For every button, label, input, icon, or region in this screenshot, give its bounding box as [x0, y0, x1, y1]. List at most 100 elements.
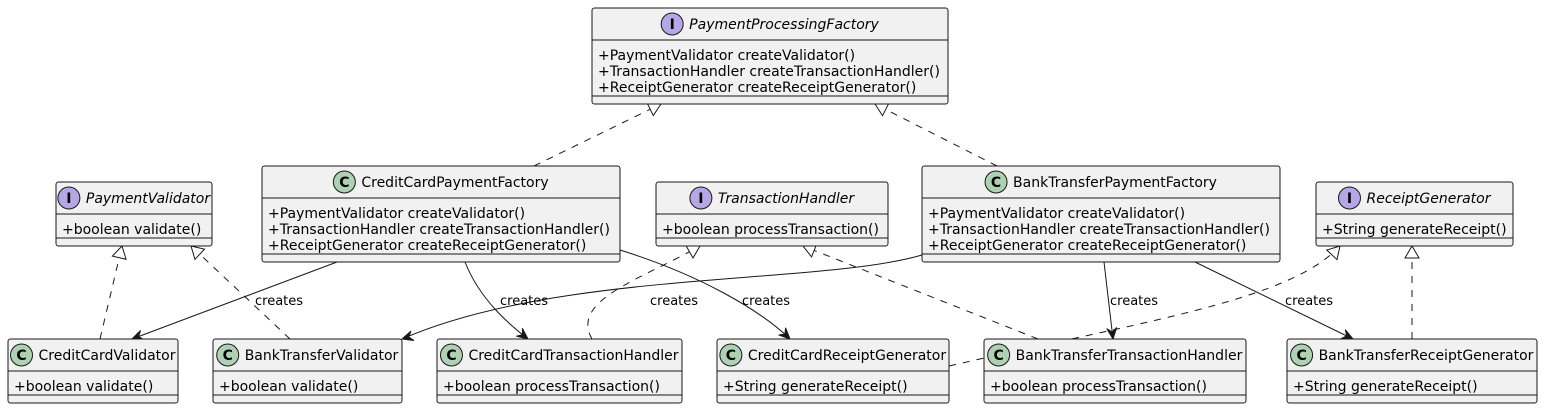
box-name: CreditCardReceiptGenerator: [748, 348, 946, 364]
edge-line: [619, 249, 791, 340]
edge-label-creates: creates: [500, 294, 548, 309]
box-name: BankTransferReceiptGenerator: [1319, 348, 1534, 364]
realization-edge-credit-card-receipt-generator-to-receipt-generator: [948, 245, 1341, 367]
box-name: CreditCardTransactionHandler: [468, 348, 678, 364]
association-arrowhead: [400, 330, 415, 342]
edge-line: [1194, 261, 1354, 340]
interface-badge-icon: I: [1337, 186, 1361, 210]
edge-line: [190, 245, 291, 340]
association-arrowhead: [516, 328, 529, 340]
member-method: +boolean processTransaction(): [443, 379, 660, 395]
member-method: +ReceiptGenerator createReceiptGenerator…: [928, 238, 1246, 254]
edge-line: [948, 245, 1341, 367]
edge-line: [533, 103, 662, 167]
class-badge-icon: C: [984, 170, 1008, 194]
badge-letter: C: [991, 175, 1001, 191]
association-arrowhead: [778, 327, 791, 340]
box-name: PaymentProcessingFactory: [689, 17, 879, 33]
box-name: ReceiptGenerator: [1366, 191, 1491, 207]
box-name: PaymentValidator: [86, 191, 211, 207]
edge-line: [99, 245, 123, 340]
nodes-layer: PaymentProcessingFactoryI+PaymentValidat…: [7, 7, 1538, 404]
class-box-credit-card-validator[interactable]: CreditCardValidator C +boolean validate(): [7, 338, 179, 404]
realization-edge-bank-transfer-payment-factory-to-payment-processing-factory: [874, 102, 998, 167]
box-name: BankTransferTransactionHandler: [1016, 348, 1243, 364]
association-edge-bank-transfer-payment-factory-to-bank-transfer-transaction-handler: [1103, 261, 1118, 341]
member-method: +String generateReceipt(): [1293, 379, 1478, 395]
badge-letter: I: [66, 191, 71, 207]
member-method: +String generateReceipt(): [1322, 222, 1507, 238]
class-box-bank-transfer-validator[interactable]: BankTransferValidator C +boolean validate(…: [212, 338, 403, 404]
class-badge-icon: C: [987, 343, 1011, 367]
badge-letter: C: [446, 348, 456, 364]
member-method: +boolean processTransaction(): [990, 379, 1207, 395]
edge-label-creates: creates: [742, 294, 790, 309]
association-edge-credit-card-payment-factory-to-credit-card-receipt-generator: [619, 249, 791, 340]
box-name: TransactionHandler: [718, 191, 855, 207]
badge-letter: C: [1296, 348, 1306, 364]
badge-letter: C: [223, 348, 233, 364]
edge-label-creates: creates: [255, 294, 303, 309]
box-name: CreditCardPaymentFactory: [361, 175, 548, 191]
edge-line: [131, 261, 338, 340]
badge-letter: C: [339, 175, 349, 191]
association-edge-credit-card-payment-factory-to-credit-card-validator: [130, 261, 338, 341]
member-method: +PaymentValidator createValidator(): [928, 206, 1185, 222]
member-method: +TransactionHandler createTransactionHan…: [598, 64, 940, 80]
badge-letter: C: [994, 348, 1004, 364]
member-method: +boolean validate(): [62, 222, 201, 238]
interface-badge-icon: I: [57, 186, 81, 210]
interface-box-transaction-handler[interactable]: TransactionHandler I +boolean processTrans…: [655, 181, 889, 247]
interface-box-receipt-generator[interactable]: ReceiptGenerator I +String generateReceipt…: [1315, 181, 1514, 247]
class-badge-icon: C: [439, 343, 463, 367]
realization-arrowhead: [111, 245, 127, 260]
realization-arrowhead: [1404, 245, 1420, 259]
class-box-credit-card-receipt-generator[interactable]: CreditCardReceiptGenerator C +String gener…: [716, 338, 950, 404]
class-box-credit-card-transaction-handler[interactable]: CreditCardTransactionHandler C +boolean pr…: [436, 338, 683, 404]
member-method: +ReceiptGenerator createReceiptGenerator…: [598, 80, 916, 96]
edge-line: [874, 103, 998, 167]
realization-arrowhead: [190, 245, 206, 261]
edge-line: [587, 245, 701, 340]
member-method: +boolean validate(): [219, 379, 358, 395]
realization-arrowhead: [1325, 245, 1341, 261]
edge-label-creates: creates: [650, 294, 698, 309]
edges-layer: [99, 102, 1420, 367]
badge-letter: C: [16, 348, 26, 364]
badge-letter: I: [698, 191, 703, 207]
badge-letter: I: [670, 17, 675, 33]
member-method: +PaymentValidator createValidator(): [268, 206, 525, 222]
class-box-credit-card-payment-factory[interactable]: CreditCardPaymentFactory C +PaymentValidat…: [261, 165, 621, 263]
interface-box-payment-validator[interactable]: PaymentValidator I +boolean validate(): [55, 181, 213, 247]
class-badge-icon: C: [719, 343, 743, 367]
member-method: +PaymentValidator createValidator(): [598, 48, 855, 64]
member-method: +boolean processTransaction(): [662, 222, 879, 238]
realization-edge-bank-transfer-validator-to-payment-validator: [190, 245, 291, 340]
association-arrowhead: [1106, 327, 1118, 341]
member-method: +TransactionHandler createTransactionHan…: [928, 222, 1270, 238]
member-method: +boolean validate(): [14, 379, 153, 395]
class-badge-icon: C: [10, 343, 34, 367]
class-badge-icon: C: [1290, 343, 1314, 367]
badge-letter: I: [1347, 191, 1352, 207]
interface-box-payment-processing-factory[interactable]: PaymentProcessingFactory I +PaymentValidat…: [591, 7, 949, 105]
box-name: BankTransferValidator: [245, 348, 399, 364]
interface-badge-icon: I: [660, 12, 684, 36]
box-name: BankTransferPaymentFactory: [1013, 175, 1217, 191]
member-method: +ReceiptGenerator createReceiptGenerator…: [268, 238, 586, 254]
realization-edge-bank-transfer-receipt-generator-to-receipt-generator: [1404, 245, 1420, 339]
member-method: +String generateReceipt(): [723, 379, 908, 395]
box-name: CreditCardValidator: [39, 348, 176, 364]
interface-badge-icon: I: [689, 186, 713, 210]
class-box-bank-transfer-transaction-handler[interactable]: BankTransferTransactionHandler C +boolean …: [983, 338, 1247, 404]
edge-line: [1103, 261, 1114, 340]
member-method: +TransactionHandler createTransactionHan…: [268, 222, 610, 238]
association-edge-bank-transfer-payment-factory-to-bank-transfer-validator: [400, 254, 923, 342]
edge-line: [401, 254, 923, 340]
edge-label-creates: creates: [1110, 294, 1158, 309]
class-box-bank-transfer-payment-factory[interactable]: BankTransferPaymentFactory C +PaymentValid…: [921, 165, 1281, 263]
class-box-bank-transfer-receipt-generator[interactable]: BankTransferReceiptGenerator C +String gen…: [1286, 338, 1538, 404]
edge-line: [802, 245, 1039, 340]
realization-edge-credit-card-payment-factory-to-payment-processing-factory: [533, 102, 662, 167]
